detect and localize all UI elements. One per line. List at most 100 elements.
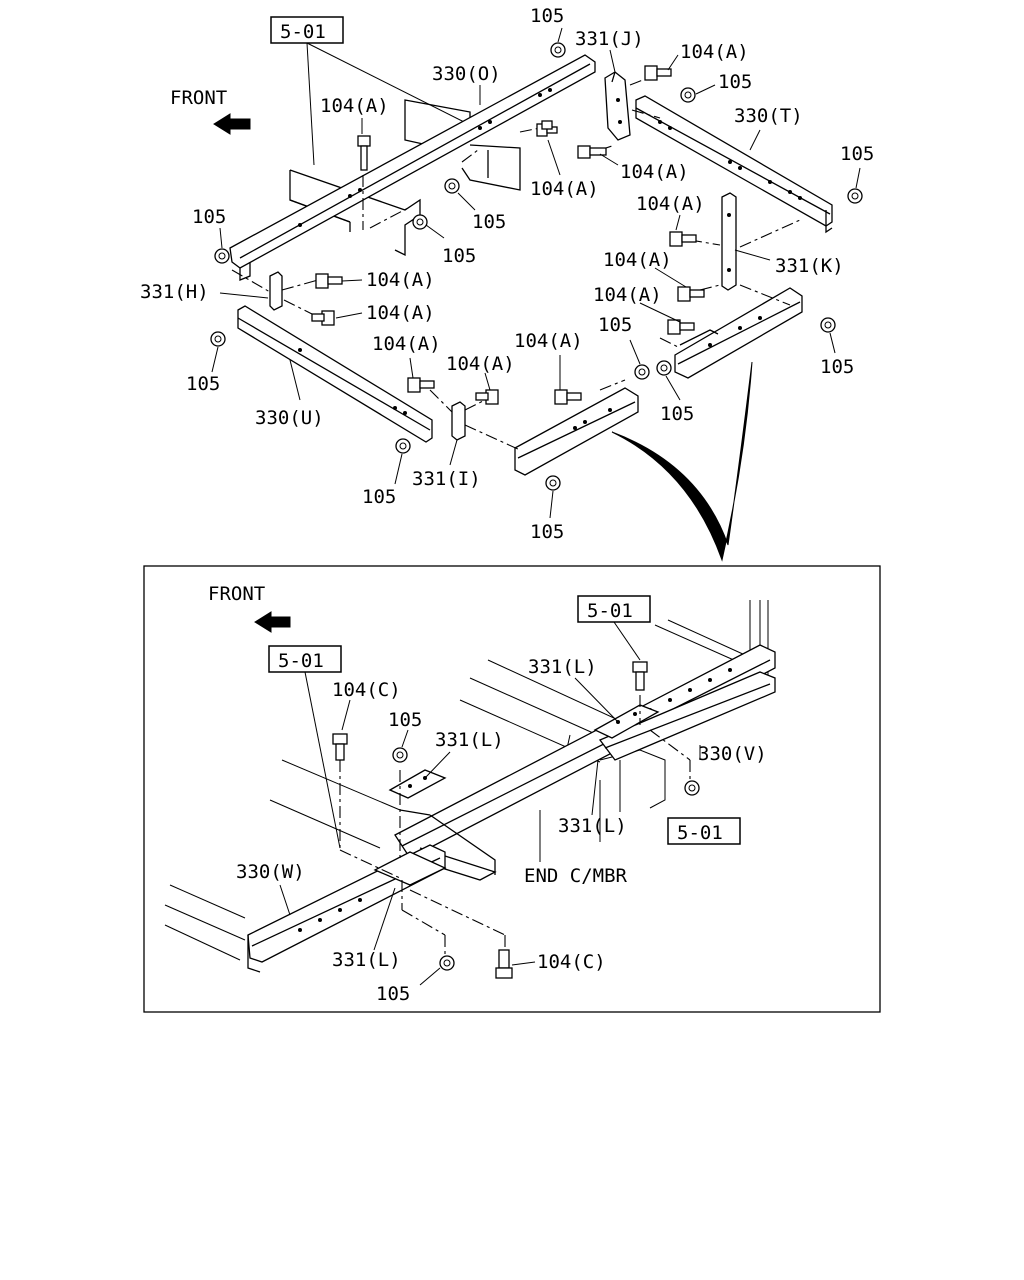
nut-icon [395,438,411,454]
label-105: 105 [820,356,854,378]
bracket-331-h [269,271,283,311]
bracket-331-l [373,851,447,886]
right-lower-member [674,287,803,379]
bracket-331-i [451,401,466,441]
label-105: 105 [362,486,396,508]
nut-icon [550,42,566,58]
top-exploded-view: FRONT 5-01 [140,5,874,562]
bolt-icon [495,949,513,979]
front-arrow-icon [213,113,251,135]
label-331-l: 331(L) [435,729,504,751]
nut-icon [820,317,836,333]
label-105: 105 [186,373,220,395]
front-label-top: FRONT [170,87,227,109]
label-end-cmbr: END C/MBR [524,865,628,887]
nut-icon [392,747,408,763]
label-104-a: 104(A) [530,178,599,200]
bolt-icon [407,377,435,393]
detail-pointer [611,361,753,562]
bracket-331-l [388,769,447,799]
nut-icon [412,214,428,230]
label-104-a: 104(A) [680,41,749,63]
label-104-a: 104(A) [320,95,389,117]
ref-box-5-01-left [268,645,342,673]
bolt-icon-group [311,65,705,405]
label-104-a: 104(A) [514,330,583,352]
label-105: 105 [530,521,564,543]
nut-icon [847,188,863,204]
label-331-j: 331(J) [575,28,644,50]
ref-box-5-01-left-text: 5-01 [278,650,324,672]
label-105: 105 [840,143,874,165]
leader-lines-top [211,27,861,519]
ref-box-5-01-lower-text: 5-01 [677,822,723,844]
ref-box-5-01-top-text: 5-01 [280,21,326,43]
bracket-331-k [721,192,737,291]
label-105: 105 [472,211,506,233]
label-104-a: 104(A) [620,161,689,183]
nut-icon [444,178,460,194]
cross-member-330-t [635,95,833,234]
nut-icon-group [210,42,863,491]
label-104-a: 104(A) [366,269,435,291]
bolt-icon [536,120,558,137]
nut-icon [439,955,455,971]
bolt-icon [677,286,705,302]
bolt-icon [667,319,695,335]
chassis-background-detail [164,600,769,961]
bolt-icon [644,65,672,81]
bolt-icon [669,231,697,247]
ref-box-5-01-lower [667,817,741,845]
label-105: 105 [718,71,752,93]
label-104-a: 104(A) [636,193,705,215]
nut-icon [545,475,561,491]
bolt-icon [554,389,582,405]
detail-frame [143,565,881,1013]
cross-member-330-o [229,54,596,281]
label-104-c: 104(C) [332,679,401,701]
cross-member-330-v [598,671,776,761]
label-105: 105 [376,983,410,1005]
label-105: 105 [192,206,226,228]
ref-box-5-01-right-text: 5-01 [587,600,633,622]
label-331-l: 331(L) [558,815,627,837]
label-331-i: 331(I) [412,468,481,490]
bolt-icon [315,273,343,289]
label-330-o: 330(O) [432,63,501,85]
label-105: 105 [660,403,694,425]
label-331-k: 331(K) [775,255,844,277]
cross-member-330-u [237,305,433,443]
bolt-icon [475,389,499,405]
label-104-a: 104(A) [603,249,672,271]
label-330-u: 330(U) [255,407,324,429]
bolt-icon [577,145,607,159]
label-105: 105 [530,5,564,27]
label-105: 105 [598,314,632,336]
label-105: 105 [388,709,422,731]
label-330-v: 330(V) [698,743,767,765]
label-331-h: 331(H) [140,281,209,303]
nut-icon [210,331,226,347]
detail-view: FRONT 5-01 5-01 5-01 [143,565,881,1013]
label-104-a: 104(A) [366,302,435,324]
label-330-t: 330(T) [734,105,803,127]
lower-center-member [514,387,639,476]
bolt-icon [311,310,335,326]
front-arrow-icon [254,611,291,633]
bolt-icon [332,733,348,761]
nut-icon [634,364,650,380]
label-331-l: 331(L) [528,656,597,678]
label-330-w: 330(W) [236,861,305,883]
nut-icon [214,248,230,264]
bolt-icon [357,135,371,171]
label-104-c: 104(C) [537,951,606,973]
label-104-a: 104(A) [446,353,515,375]
label-105: 105 [442,245,476,267]
nut-icon [680,87,696,103]
label-331-l: 331(L) [332,949,401,971]
bracket-331-j [604,71,631,141]
bolt-icon [632,661,648,691]
nut-icon [656,360,672,376]
front-label-detail: FRONT [208,583,265,605]
